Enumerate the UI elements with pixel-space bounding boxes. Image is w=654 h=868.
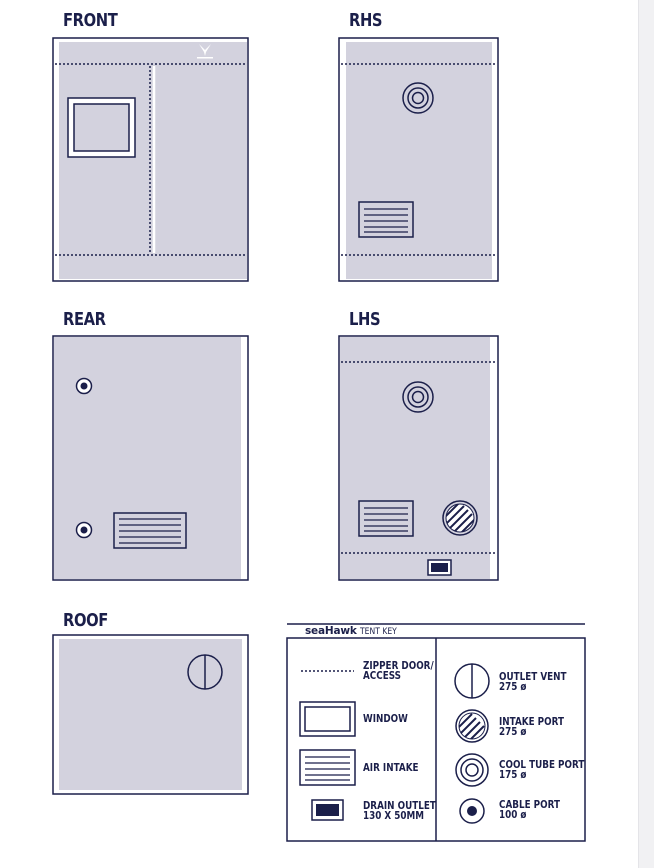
key-outlet-vent-symbol <box>454 663 490 699</box>
key-cable-port-symbol <box>459 798 485 824</box>
rear-view <box>52 335 249 581</box>
key-window-symbol <box>299 701 356 737</box>
key-label-cool-tube: COOL TUBE PORT 175 ø <box>499 758 585 781</box>
rear-air-intake <box>113 512 187 549</box>
key-brand-suffix: TENT KEY <box>359 627 397 637</box>
rhs-cool-tube-port <box>402 82 434 114</box>
key-label-air-intake: AIR INTAKE <box>363 761 419 774</box>
scrollbar-track[interactable] <box>638 0 654 868</box>
lhs-intake-port <box>442 500 478 536</box>
view-title-front: FRONT <box>63 10 118 31</box>
key-air-intake-symbol <box>299 749 356 786</box>
key-label-window: WINDOW <box>363 712 408 725</box>
view-title-rear: REAR <box>63 309 106 330</box>
key-label-outlet-vent: OUTLET VENT 275 ø <box>499 670 567 693</box>
lhs-panel-fill <box>340 337 490 579</box>
lhs-cool-tube-port <box>402 381 434 413</box>
front-view <box>52 37 249 282</box>
rhs-panel-fill <box>346 42 492 279</box>
roof-view <box>52 634 249 795</box>
key-drain-symbol <box>311 799 344 821</box>
seahawk-bird-icon <box>197 44 213 59</box>
lhs-air-intake <box>358 500 414 537</box>
roof-outlet-vent <box>187 654 223 690</box>
key-label-zipper: ZIPPER DOOR/ ACCESS <box>363 659 434 682</box>
front-window-inner <box>73 103 130 152</box>
key-cool-tube-symbol <box>455 753 489 787</box>
view-title-lhs: LHS <box>349 309 381 330</box>
key-label-drain: DRAIN OUTLET 130 X 50MM <box>363 799 436 822</box>
rhs-air-intake <box>358 201 414 238</box>
lhs-view <box>338 335 499 581</box>
key-intake-port-symbol <box>455 709 489 743</box>
view-title-roof: ROOF <box>63 610 108 631</box>
rear-cable-port-bottom <box>75 521 93 539</box>
rear-cable-port-top <box>75 377 93 395</box>
key-label-cable-port: CABLE PORT 100 ø <box>499 798 560 821</box>
key-label-intake-port: INTAKE PORT 275 ø <box>499 715 564 738</box>
view-title-rhs: RHS <box>349 10 383 31</box>
key-brand: seaHawk <box>305 625 357 637</box>
rhs-view <box>338 37 499 282</box>
key-title: seaHawk TENT KEY <box>305 625 401 638</box>
lhs-drain-outlet <box>427 559 452 576</box>
tent-key <box>286 623 586 842</box>
